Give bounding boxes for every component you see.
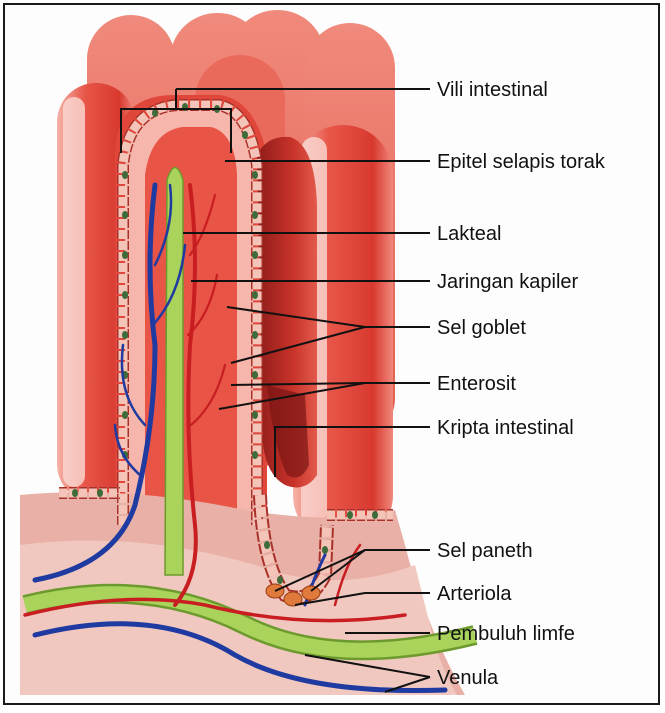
- labels: Vili intestinal Epitel selapis torak Lak…: [437, 79, 606, 689]
- label-epitel-selapis-torak: Epitel selapis torak: [437, 151, 606, 173]
- label-arteriola: Arteriola: [437, 583, 512, 605]
- label-lakteal: Lakteal: [437, 223, 502, 245]
- label-venula: Venula: [437, 667, 499, 689]
- label-sel-paneth: Sel paneth: [437, 540, 533, 562]
- label-sel-goblet: Sel goblet: [437, 317, 526, 339]
- label-jaringan-kapiler: Jaringan kapiler: [437, 271, 579, 293]
- label-enterosit: Enterosit: [437, 373, 516, 395]
- label-kripta-intestinal: Kripta intestinal: [437, 417, 574, 439]
- label-pembuluh-limfe: Pembuluh limfe: [437, 623, 575, 645]
- villus-diagram: Vili intestinal Epitel selapis torak Lak…: [5, 5, 662, 707]
- label-vili-intestinal: Vili intestinal: [437, 79, 548, 101]
- diagram-frame: Vili intestinal Epitel selapis torak Lak…: [3, 3, 660, 705]
